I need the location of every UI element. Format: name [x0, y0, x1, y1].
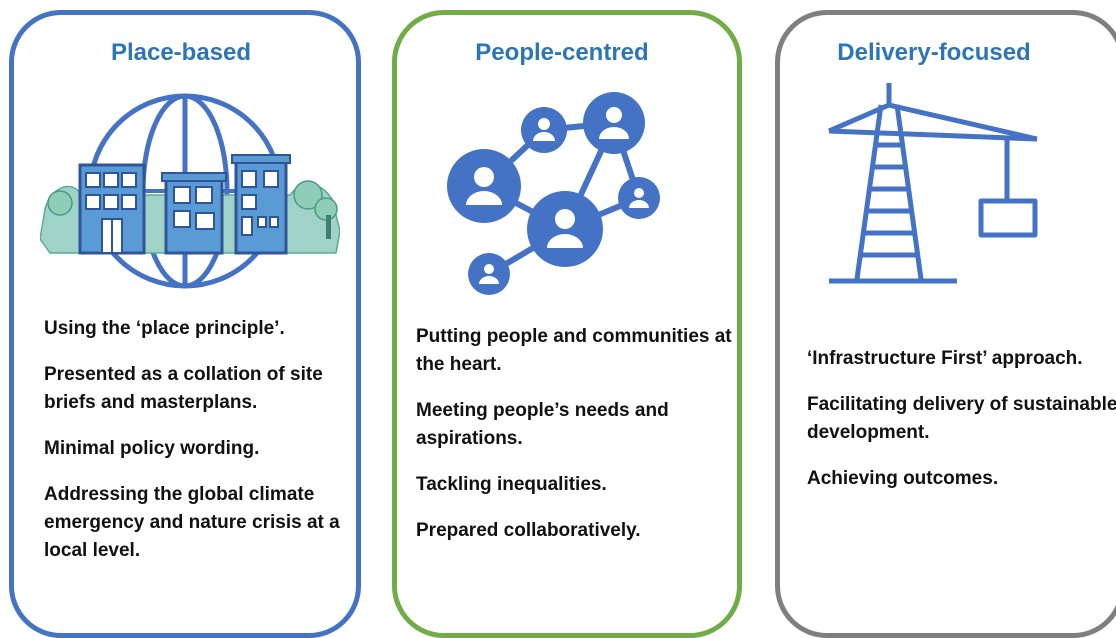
- card-title: Delivery-focused: [837, 39, 1031, 66]
- list-item: Using the ‘place principle’.: [44, 318, 285, 339]
- crane-icon: [828, 83, 1038, 284]
- globe-buildings-icon: [40, 93, 340, 289]
- list-item: Achieving outcomes.: [807, 468, 999, 489]
- list-item: Meeting people’s needs and aspirations.: [416, 400, 669, 449]
- point-list: Putting people and communities at the he…: [416, 323, 741, 563]
- card-title: Place-based: [110, 39, 252, 66]
- point-list: ‘Infrastructure First’ approach. Facilit…: [807, 345, 1116, 511]
- card-delivery-focused: Delivery-focused ‘Infrastructure Fi: [775, 10, 1116, 638]
- point-list: Using the ‘place principle’. Presented a…: [44, 315, 354, 583]
- card-people-centred: People-centred Pu: [392, 10, 742, 638]
- list-item: Presented as a collation of site briefs …: [44, 364, 323, 413]
- card-title: People-centred: [475, 39, 649, 66]
- list-item: Minimal policy wording.: [44, 438, 260, 459]
- list-item: Putting people and communities at the he…: [416, 326, 732, 375]
- list-item: Facilitating delivery of sustainable dev…: [807, 394, 1116, 443]
- list-item: Prepared collaboratively.: [416, 520, 641, 541]
- list-item: Tackling inequalities.: [416, 474, 607, 495]
- people-network-icon: [447, 92, 660, 295]
- list-item: ‘Infrastructure First’ approach.: [807, 348, 1083, 369]
- list-item: Addressing the global climate emergency …: [44, 484, 340, 561]
- card-place-based: Place-based: [9, 10, 361, 638]
